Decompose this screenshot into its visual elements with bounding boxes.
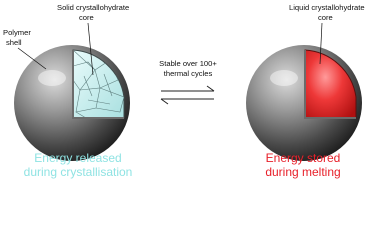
stability-label-line2: thermal cycles	[164, 69, 213, 78]
solid-core-label-line2: core	[79, 13, 94, 22]
energy-released-caption-line1: Energy released	[34, 151, 121, 165]
stability-label-line1: Stable over 100+	[159, 59, 217, 68]
liquid-core-cutaway	[304, 49, 357, 119]
solid-core-cutaway	[72, 49, 125, 119]
polymer-shell-label-line1: Polymer	[3, 28, 31, 37]
solid-capsule	[14, 45, 130, 161]
equilibrium-arrows-icon	[160, 85, 215, 105]
microcapsule-diagram: Solid crystallohydrate core Polymer shel…	[3, 3, 365, 179]
liquid-capsule	[246, 45, 362, 161]
energy-stored-caption-line2: during melting	[265, 165, 340, 179]
solid-core-leader	[87, 22, 94, 76]
energy-stored-caption-line1: Energy stored	[266, 151, 341, 165]
liquid-core-label-line1: Liquid crystallohydrate	[289, 3, 365, 12]
energy-released-caption-line2: during crystallisation	[24, 165, 133, 179]
polymer-shell-label-line2: shell	[6, 38, 22, 47]
polymer-shell-leader	[17, 47, 47, 70]
liquid-core-leader	[319, 22, 323, 65]
liquid-core-label-line2: core	[318, 13, 333, 22]
solid-core-label-line1: Solid crystallohydrate	[57, 3, 129, 12]
crystal-facets	[73, 50, 124, 118]
